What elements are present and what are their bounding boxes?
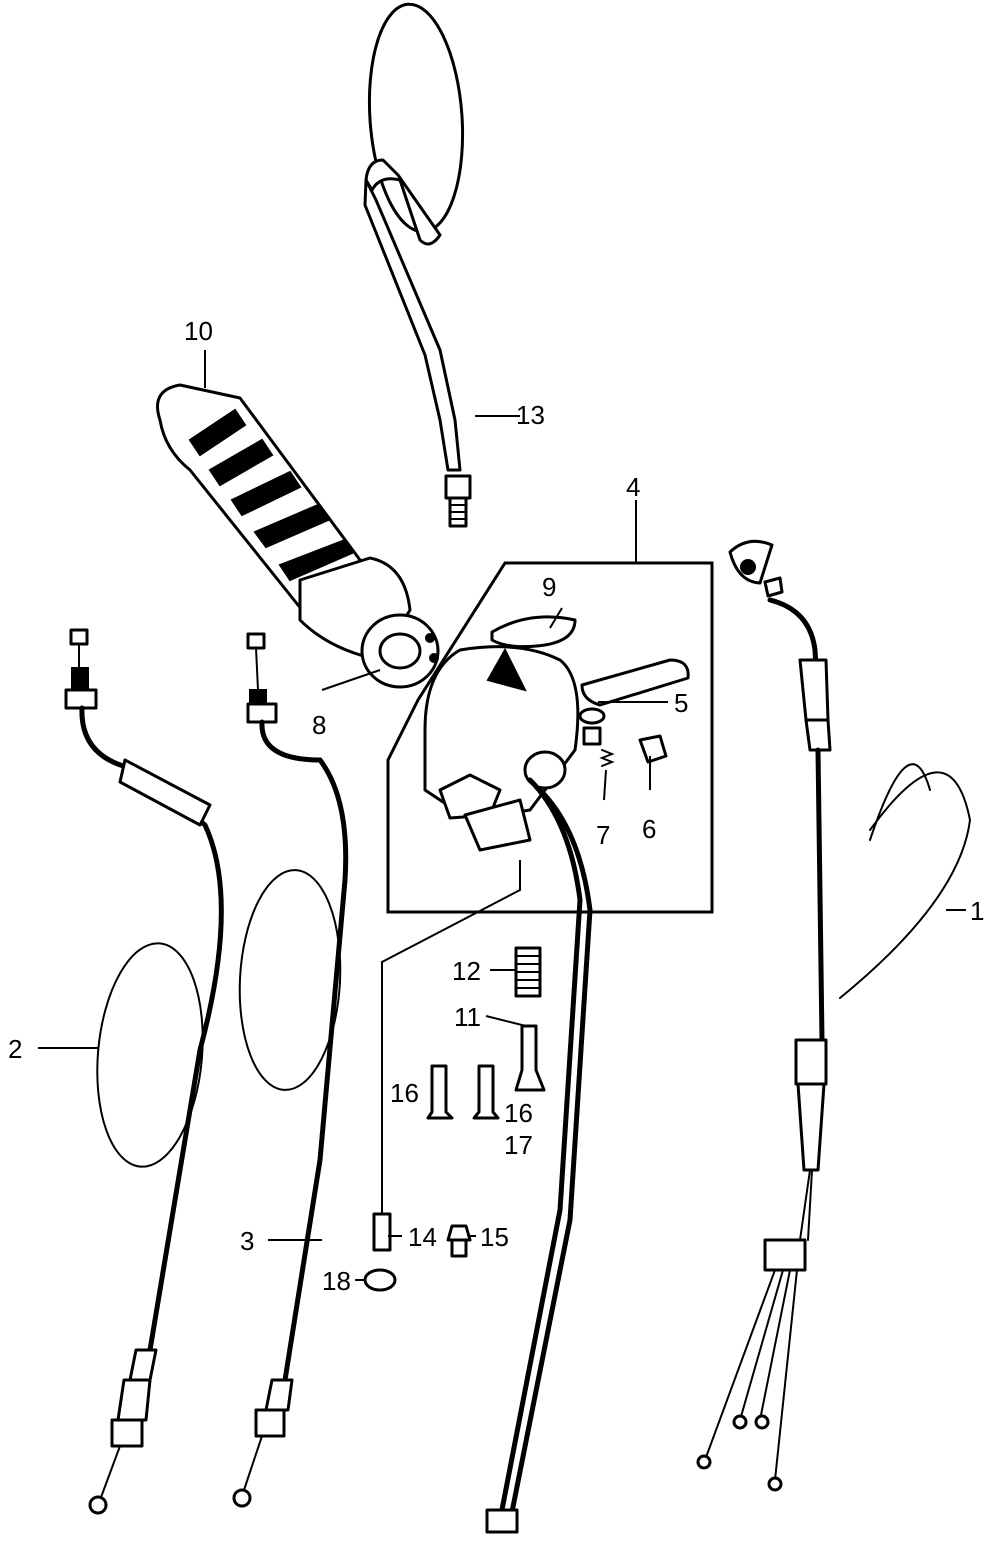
switch-wire-harness [485,777,593,1534]
callout-labels: 1 2 3 4 5 6 7 8 9 10 11 12 13 14 15 16 1… [8,316,984,1296]
callout-3: 3 [240,1226,254,1256]
throttle-grip [156,383,440,689]
callout-8: 8 [312,710,326,740]
mirror [363,2,472,528]
callout-7: 7 [596,820,610,850]
callout-9: 9 [542,572,556,602]
callout-12: 12 [452,956,481,986]
callout-16b: 16 [504,1098,533,1128]
callout-17: 17 [504,1130,533,1160]
callout-13: 13 [516,400,545,430]
callout-5: 5 [674,688,688,718]
callout-1: 1 [970,896,984,926]
callout-2: 2 [8,1034,22,1064]
callout-6: 6 [642,814,656,844]
callout-18: 18 [322,1266,351,1296]
callout-10: 10 [184,316,213,346]
leader-lines [38,350,966,1281]
cable-3 [232,632,349,1508]
cable-2 [64,628,224,1515]
hardware [363,946,546,1292]
callout-11: 11 [454,1002,481,1032]
callout-4: 4 [626,472,640,502]
callout-16a: 16 [390,1078,419,1108]
callout-15: 15 [480,1222,509,1252]
callout-14: 14 [408,1222,437,1252]
cable-1 [696,539,972,1492]
switch-housing-group [386,561,714,914]
